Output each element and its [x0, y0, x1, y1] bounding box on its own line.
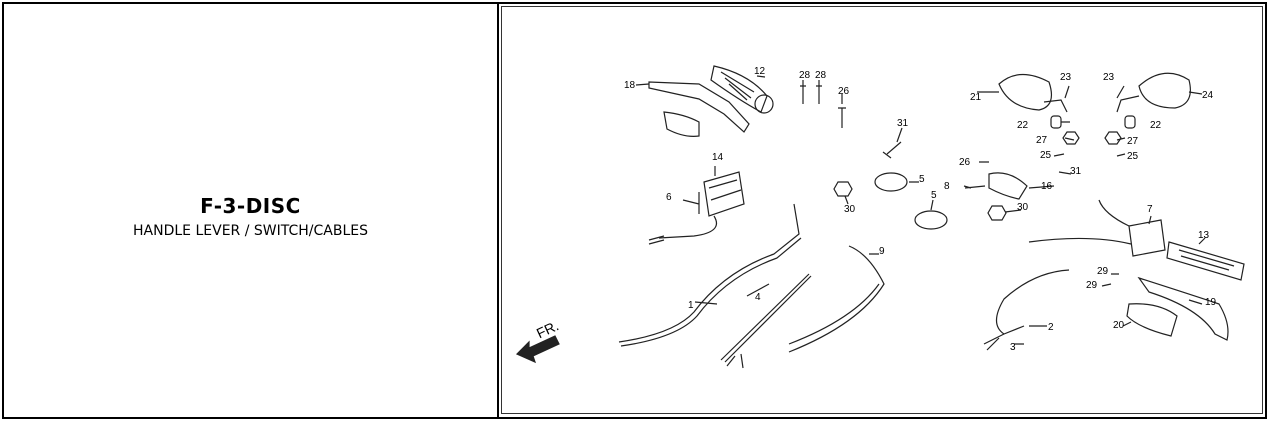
bolt-26 — [838, 107, 846, 128]
callout-23a: 23 — [1060, 72, 1072, 83]
callout-30b: 30 — [1017, 202, 1029, 213]
divider — [497, 4, 499, 418]
nut-30b — [987, 205, 1007, 221]
callout-24: 24 — [1202, 90, 1214, 101]
grip-13 — [1166, 241, 1245, 281]
callout-7: 7 — [1147, 204, 1153, 215]
callout-1: 1 — [688, 300, 694, 311]
diagram-border — [501, 6, 1263, 414]
callout-20: 20 — [1113, 320, 1125, 331]
callout-29a: 29 — [1097, 266, 1109, 277]
callout-31b: 31 — [1070, 166, 1082, 177]
lever-19 — [1137, 276, 1229, 341]
mirror-24 — [1138, 72, 1191, 109]
callout-2: 2 — [1048, 322, 1054, 333]
callout-5a: 5 — [919, 174, 925, 185]
callout-31a: 31 — [897, 118, 909, 129]
callout-21: 21 — [970, 92, 982, 103]
parts-diagram: 18 12 28 28 26 31 14 6 5 5 30 9 1 4 21 2… — [515, 65, 1245, 369]
screw-28a — [800, 85, 806, 104]
callout-27a: 27 — [1036, 135, 1048, 146]
callout-22a: 22 — [1017, 120, 1029, 131]
callout-28a: 28 — [799, 70, 811, 81]
callout-25b: 25 — [1127, 151, 1139, 162]
callout-14: 14 — [712, 152, 724, 163]
parts-diagram-panel: 18 12 28 28 26 31 14 6 5 5 30 9 1 4 21 2… — [499, 4, 1267, 418]
mirror-21 — [998, 73, 1052, 111]
callout-4: 4 — [755, 292, 761, 303]
page-title: F-3-DISC — [200, 194, 301, 218]
clamp-5a — [874, 172, 908, 192]
callout-8: 8 — [944, 181, 950, 192]
callout-23b: 23 — [1103, 72, 1115, 83]
bolt-31 — [882, 141, 902, 159]
switch-7 — [1128, 219, 1166, 257]
page-subtitle: HANDLE LEVER / SWITCH/CABLES — [133, 223, 368, 239]
title-panel: F-3-DISC HANDLE LEVER / SWITCH/CABLES — [4, 4, 497, 418]
lever-18 — [648, 81, 750, 133]
cable-4 — [720, 273, 812, 363]
cable-2 — [995, 269, 1070, 335]
callout-30a: 30 — [844, 204, 856, 215]
screw-28b — [816, 85, 822, 104]
callout-16: 16 — [1041, 181, 1053, 192]
callout-29b: 29 — [1086, 280, 1098, 291]
callout-labels: 18 12 28 28 26 31 14 6 5 5 30 9 1 4 21 2… — [534, 66, 1217, 353]
callout-9: 9 — [879, 246, 885, 257]
callout-3: 3 — [1010, 342, 1016, 353]
holder-16 — [988, 172, 1028, 200]
callout-6: 6 — [666, 192, 672, 203]
direction-label: FR. — [534, 317, 561, 341]
callout-22b: 22 — [1150, 120, 1162, 131]
nut-30a — [833, 181, 853, 197]
callout-26a: 26 — [838, 86, 850, 97]
front-arrow — [515, 335, 560, 364]
callout-13: 13 — [1198, 230, 1210, 241]
lever-cover-20b — [1126, 303, 1178, 337]
callout-25a: 25 — [1040, 150, 1052, 161]
switch-housing-6 — [703, 171, 745, 217]
callout-27b: 27 — [1127, 136, 1139, 147]
callout-18: 18 — [624, 80, 636, 91]
callout-19: 19 — [1205, 297, 1217, 308]
callout-28b: 28 — [815, 70, 827, 81]
cable-9 — [788, 245, 885, 353]
callout-5b: 5 — [931, 190, 937, 201]
callout-12: 12 — [754, 66, 766, 77]
cable-1 — [618, 203, 800, 343]
clamp-5b — [914, 210, 948, 230]
lever-cover-20 — [663, 111, 700, 137]
callout-26b: 26 — [959, 157, 971, 168]
